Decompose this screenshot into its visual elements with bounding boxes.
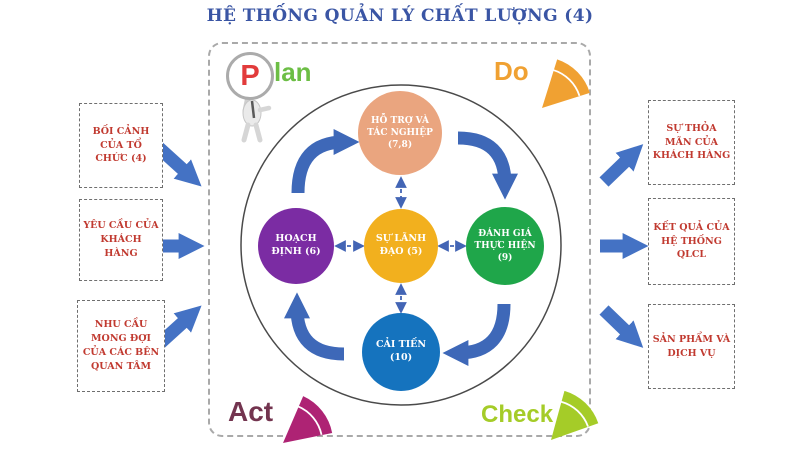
node-label: HOẠCH ĐỊNH (6)	[271, 233, 321, 257]
check-word: Check	[481, 401, 554, 428]
node-planning: HOẠCH ĐỊNH (6)	[258, 208, 334, 284]
node-label: CẢI TIẾN (10)	[375, 339, 427, 363]
node-leadership: SỰ LÃNH ĐẠO (5)	[364, 209, 438, 283]
node-performance-evaluation: ĐÁNH GIÁ THỰC HIỆN (9)	[466, 207, 544, 285]
act-word: Act	[228, 396, 274, 427]
do-fan-icon	[542, 59, 590, 108]
do-word: Do	[494, 56, 529, 86]
box-label: YÊU CẦU CỦA KHÁCH HÀNG	[83, 220, 159, 259]
person-figure-icon	[241, 93, 272, 143]
input-box-customer-requirements: YÊU CẦU CỦA KHÁCH HÀNG	[79, 199, 163, 281]
output-box-customer-satisfaction: SỰ THỎA MÃN CỦA KHÁCH HÀNG	[648, 100, 735, 185]
cycle-rotation-arrows-icon	[284, 129, 518, 366]
magnifying-glass-icon: P	[226, 52, 274, 100]
box-label: NHU CẦU MONG ĐỢI CỦA CÁC BÊN QUAN TÂM	[82, 319, 160, 372]
pdca-cycle-circle	[240, 84, 562, 406]
input-box-organization-context: BỐI CẢNH CỦA TỔ CHỨC (4)	[79, 103, 163, 188]
box-label: KẾT QUẢ CỦA HỆ THỐNG QLCL	[653, 221, 730, 261]
plan-p-letter: P	[240, 59, 260, 92]
box-label: SẢN PHẨM VÀ DỊCH VỤ	[652, 333, 731, 359]
input-box-stakeholder-needs: NHU CẦU MONG ĐỢI CỦA CÁC BÊN QUAN TÂM	[77, 300, 165, 392]
box-label: SỰ THỎA MÃN CỦA KHÁCH HÀNG	[652, 122, 731, 162]
node-improvement: CẢI TIẾN (10)	[362, 313, 440, 391]
plan-word: lan	[274, 57, 312, 87]
act-fan-icon	[283, 396, 333, 443]
qms-boundary-frame	[208, 42, 591, 437]
node-label: SỰ LÃNH ĐẠO (5)	[375, 233, 427, 257]
output-arrows-icon	[599, 144, 649, 348]
hub-connector-arrows-icon	[334, 176, 467, 314]
node-support-operation: HỖ TRỢ VÀ TÁC NGHIỆP (7,8)	[358, 91, 442, 175]
output-box-products-services: SẢN PHẨM VÀ DỊCH VỤ	[648, 304, 735, 389]
check-fan-icon	[551, 390, 599, 440]
page-title: HỆ THỐNG QUẢN LÝ CHẤT LƯỢNG (4)	[206, 6, 594, 26]
node-label: HỖ TRỢ VÀ TÁC NGHIỆP (7,8)	[367, 115, 433, 151]
node-label: ĐÁNH GIÁ THỰC HIỆN (9)	[474, 228, 536, 264]
box-label: BỐI CẢNH CỦA TỔ CHỨC (4)	[92, 125, 150, 165]
output-box-qms-results: KẾT QUẢ CỦA HỆ THỐNG QLCL	[648, 198, 735, 285]
